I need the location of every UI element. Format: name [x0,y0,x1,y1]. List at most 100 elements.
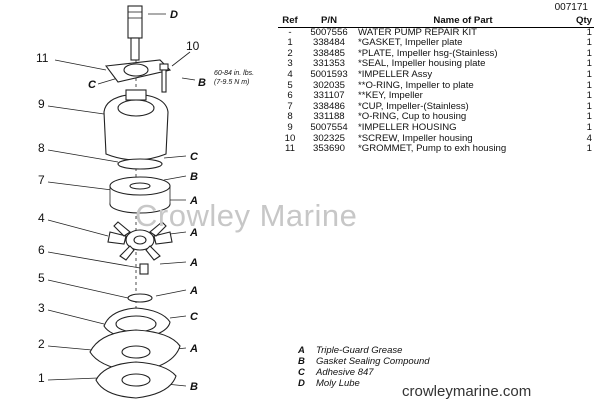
cell-qty: 1 [586,121,592,133]
callout-label: A [189,343,198,355]
header-name: Name of Part [356,15,570,28]
cell-name: **KEY, Impeller [358,90,423,102]
callout-label: 5 [38,271,45,285]
cell-pn: 338486 [312,100,345,112]
cell-ref: 10 [284,132,296,144]
cell-pn: 353690 [312,143,345,155]
callout-label: 6 [38,243,45,257]
cell-pn: 5007556 [310,26,348,38]
torque-note: 60-84 in. lbs. (7-9.5 N m) [214,70,254,87]
part-o-ring-plate [127,293,153,303]
header-pn: P/N [302,15,356,28]
cell-ref: 9 [287,121,293,133]
callout-label: B [198,77,206,89]
part-plate [89,329,181,373]
cell-name: *IMPELLER HOUSING [358,121,457,133]
header-ref: Ref [278,15,302,28]
cell-qty: 1 [586,68,592,80]
callout-label: 1 [38,371,45,385]
legend-description: Moly Lube [316,378,360,389]
part-o-ring-cup [117,158,163,170]
callout-label: 11 [36,51,49,65]
cell-ref: 11 [285,143,295,155]
callout-label: A [189,195,198,207]
cell-name: *IMPELLER Assy [358,68,433,80]
cell-name: **O-RING, Impeller to plate [358,79,474,91]
part-impeller-housing [103,89,169,161]
watermark: Crowley Marine [135,198,358,233]
part-grommet [104,59,172,83]
cell-ref: 6 [287,90,293,102]
website-link[interactable]: crowleymarine.com [402,383,532,400]
document-number: 007171 [554,2,588,13]
callout-label: B [190,381,198,393]
part-screw [159,63,169,93]
cell-pn: 338485 [312,47,345,59]
callout-label: 10 [186,39,200,53]
cell-qty: 1 [586,47,592,59]
header-qty: Qty [570,15,594,28]
legend-description: Gasket Sealing Compound [316,356,430,367]
torque-line-2: (7-9.5 N m) [214,78,250,86]
legend-item: D Moly Lube [298,378,430,389]
parts-table-header: Ref P/N Name of Part Qty [278,15,594,28]
callout-label: C [190,311,199,323]
cell-qty: 1 [586,58,592,70]
cell-name: *GASKET, Impeller plate [358,37,463,49]
callout-label: C [190,151,199,163]
part-drive-bushing [127,5,143,61]
callout-label: 3 [38,301,45,315]
cell-name: WATER PUMP REPAIR KIT [358,26,478,38]
cell-qty: 1 [586,143,592,155]
callout-label: 4 [38,211,45,225]
table-row: 7 338486 *CUP, Impeller-(Stainless) 1 [278,100,594,113]
cell-qty: 4 [586,132,592,144]
legend-code: B [298,356,305,367]
cell-pn: 331353 [312,58,345,70]
legend-description: Adhesive 847 [316,367,374,378]
cell-name: *CUP, Impeller-(Stainless) [358,100,469,112]
cell-qty: 1 [586,100,592,112]
cell-pn: 302325 [312,132,345,144]
cell-ref: 8 [287,111,293,123]
callout-label: 7 [38,173,45,187]
legend-code: D [298,378,305,389]
callout-labels: D 10 11 C B 9 8 C 7 B A 4 A 6 A 5 A 3 C … [36,9,206,393]
cell-name: *O-RING, Cup to housing [358,111,467,123]
cell-qty: 1 [586,111,592,123]
cell-name: *GROMMET, Pump to exh housing [358,143,507,155]
cell-ref: 2 [287,47,293,59]
cell-ref: 1 [287,37,293,49]
cell-name: *SCREW, Impeller housing [358,132,473,144]
callout-label: B [190,171,198,183]
table-row: 4 5001593 *IMPELLER Assy 1 [278,68,594,81]
cell-ref: 4 [287,68,293,80]
cell-name: *SEAL, Impeller housing plate [358,58,486,70]
cell-pn: 331188 [313,111,345,123]
cell-ref: - [288,26,292,38]
cell-pn: 302035 [312,79,345,91]
table-row: 11 353690 *GROMMET, Pump to exh housing 1 [278,144,594,155]
cell-ref: 7 [287,100,293,112]
callout-label: D [170,9,178,21]
cell-qty: 1 [586,79,592,91]
cell-qty: 1 [586,37,592,49]
parts-table: Ref P/N Name of Part Qty - 5007556 WATER P… [278,15,594,155]
leader-lines [47,13,196,387]
callout-label: A [189,285,198,297]
table-row: 9 5007554 *IMPELLER HOUSING 1 [278,121,594,134]
part-gasket [95,361,177,399]
cell-pn: 5001593 [310,68,348,80]
cell-pn: 5007554 [310,121,348,133]
callout-label: 8 [38,141,45,155]
part-key [139,263,149,275]
